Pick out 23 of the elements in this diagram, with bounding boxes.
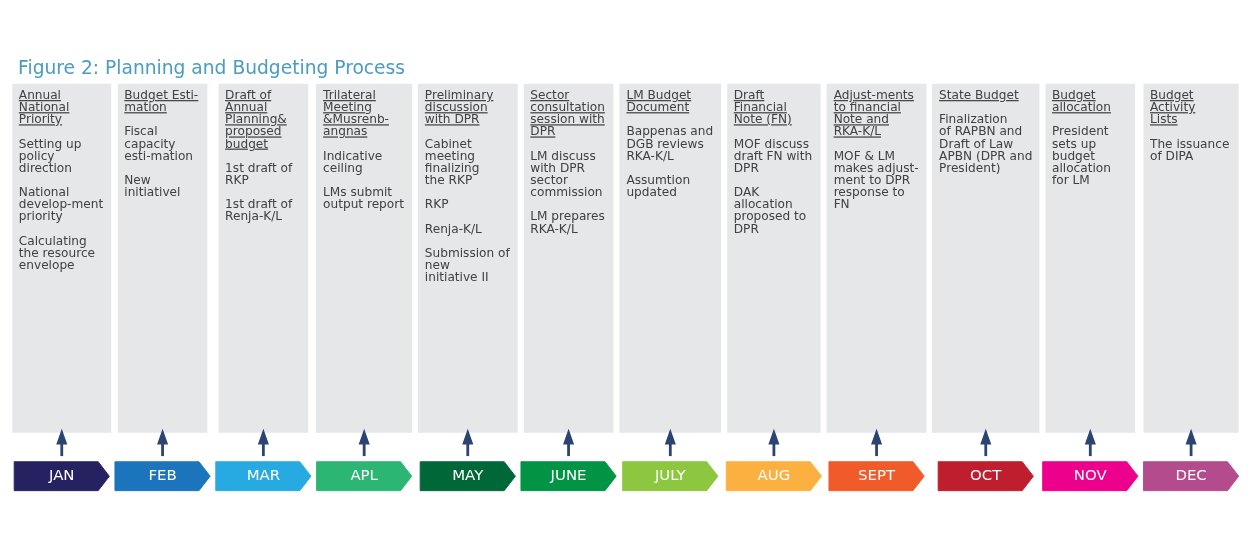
arrow [462, 428, 474, 457]
arrow [257, 428, 269, 457]
arrow [871, 428, 883, 457]
arrow [664, 428, 676, 457]
node-box: Budget allocation President sets up budget allocation for LM [1045, 83, 1136, 433]
diagram-title: Figure 2: Planning and Budgeting Process [18, 57, 406, 79]
node-box: Trilateral Meeting &Musrenb-angnas Indicative ceiling LMs submit output report [316, 83, 413, 433]
node-box: Sector consultation session with DPR LM discuss with DPR sector commission LM prepares RKA-K/L [523, 83, 614, 433]
node-box: Draft Financial Note (FN) MOF discuss draft FN with DPR DAK allocation proposed to DPR [727, 83, 821, 433]
arrow [1084, 428, 1096, 457]
arrow [157, 428, 169, 457]
node-box: Adjust-ments to financial Note and RKA-K/L MOF & LM makes adjust-ment to DPR response to FN [826, 83, 927, 433]
node-box: Draft of Annual Planning& proposed budget 1st draft of RKP 1st draft of Renja-K/L [218, 83, 309, 433]
arrow [563, 428, 575, 457]
node-box: Budget Activity Lists The issuance of DIPA [1143, 83, 1239, 433]
node-box: Preliminary discussion with DPR Cabinet meeting finalizing the RKP RKP Renja-K/L Submission of new initiative II [417, 83, 518, 433]
node-box: Annual National Priority Setting up policy direction National develop-ment priority Calculating the resource envelope [12, 83, 112, 433]
arrow [56, 428, 68, 457]
arrow [358, 428, 370, 457]
node-box: State Budget Finalization of RAPBN and Draft of Law APBN (DPR and President) [932, 83, 1040, 433]
arrow [980, 428, 992, 457]
node-box: Budget Esti-mation Fiscal capacity esti-mation New initiativel [117, 83, 208, 433]
node-box: LM Budget Document Bappenas and DGB reviews RKA-K/L Assumtion updated [619, 83, 722, 433]
